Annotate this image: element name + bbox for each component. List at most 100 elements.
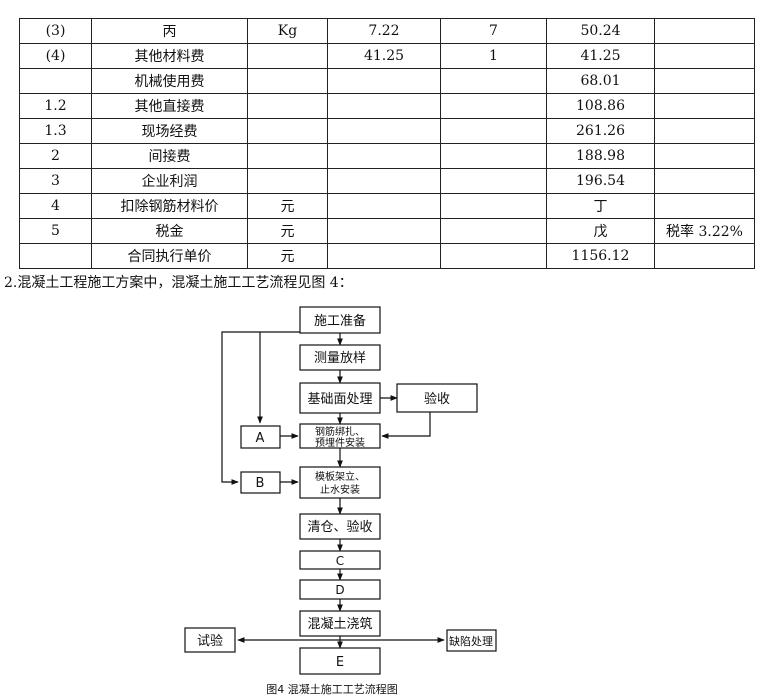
table-row: 2 间接费 188.98 <box>19 143 755 169</box>
table-row: 4 扣除钢筋材料价 元 丁 <box>19 193 755 219</box>
cell-unit <box>247 168 328 194</box>
label-clean: 清仓、验收 <box>307 519 372 535</box>
cell-no: (3) <box>19 18 92 44</box>
cell-note <box>654 193 755 219</box>
cell-name: 其他直接费 <box>91 93 248 119</box>
cell-price <box>327 168 441 194</box>
cell-price: 41.25 <box>327 43 441 69</box>
table-row: 机械使用费 68.01 <box>19 68 755 94</box>
box-survey <box>299 344 381 371</box>
cell-note <box>654 68 755 94</box>
cell-qty <box>440 68 547 94</box>
cell-note <box>654 43 755 69</box>
box-b <box>240 471 281 494</box>
cell-amount: 108.86 <box>546 93 655 119</box>
cell-note <box>654 143 755 169</box>
cell-price <box>327 193 441 219</box>
cell-no <box>19 243 92 269</box>
box-foundation <box>299 382 381 414</box>
label-formwork-line1: 模板架立、 <box>315 470 365 483</box>
cell-name: 税金 <box>91 218 248 244</box>
cell-no: 1.2 <box>19 93 92 119</box>
cell-note <box>654 118 755 144</box>
box-pour <box>299 610 381 637</box>
box-d <box>299 579 381 600</box>
cell-unit: 元 <box>247 193 328 219</box>
label-e: E <box>336 655 344 670</box>
cell-unit: 元 <box>247 218 328 244</box>
cell-unit <box>247 118 328 144</box>
table-row: 5 税金 元 戊 税率 3.22% <box>19 218 755 244</box>
box-clean <box>299 513 381 540</box>
cell-unit: 元 <box>247 243 328 269</box>
cell-amount: 261.26 <box>546 118 655 144</box>
box-a <box>240 425 281 449</box>
cell-price <box>327 243 441 269</box>
box-acceptance <box>396 383 478 413</box>
cell-no: 4 <box>19 193 92 219</box>
label-survey: 测量放样 <box>314 351 366 366</box>
cell-no <box>19 68 92 94</box>
label-formwork-line2: 止水安装 <box>320 483 360 496</box>
cell-qty <box>440 93 547 119</box>
table-row: 1.2 其他直接费 108.86 <box>19 93 755 119</box>
cell-note <box>654 243 755 269</box>
cell-unit <box>247 43 328 69</box>
cost-table: (3) 丙 Kg 7.22 7 50.24 (4) 其他材料费 41.25 1 … <box>19 18 755 269</box>
cell-qty <box>440 143 547 169</box>
table-row: (3) 丙 Kg 7.22 7 50.24 <box>19 18 755 44</box>
label-a: A <box>256 431 265 446</box>
label-test: 试验 <box>197 633 223 649</box>
cell-price <box>327 68 441 94</box>
cell-price <box>327 118 441 144</box>
table-row: 3 企业利润 196.54 <box>19 168 755 194</box>
process-flowchart: 施工准备 测量放样 基础面处理 验收 A 钢筋绑扎、 预埋件安装 B 模板架立、… <box>184 306 497 696</box>
box-defect <box>446 629 497 652</box>
label-rebar-line2: 预埋件安装 <box>315 436 365 449</box>
table-row: 合同执行单价 元 1156.12 <box>19 243 755 269</box>
cell-price: 7.22 <box>327 18 441 44</box>
label-foundation: 基础面处理 <box>307 392 372 407</box>
cell-no: 3 <box>19 168 92 194</box>
cell-unit <box>247 143 328 169</box>
label-c: C <box>336 554 344 568</box>
cell-qty: 1 <box>440 43 547 69</box>
box-rebar <box>299 423 381 449</box>
section-heading: 2.混凝土工程施工方案中，混凝土施工工艺流程见图 4： <box>4 275 353 291</box>
flow-connectors <box>221 331 445 649</box>
label-d: D <box>335 583 344 597</box>
box-prep <box>299 306 381 334</box>
cell-no: 2 <box>19 143 92 169</box>
cell-name: 现场经费 <box>91 118 248 144</box>
cell-unit <box>247 68 328 94</box>
cell-note <box>654 168 755 194</box>
cell-price <box>327 93 441 119</box>
cell-amount: 196.54 <box>546 168 655 194</box>
cell-qty <box>440 118 547 144</box>
cell-price <box>327 143 441 169</box>
cell-note: 税率 3.22% <box>654 218 755 244</box>
cell-note <box>654 93 755 119</box>
box-c <box>299 550 381 570</box>
cell-amount: 丁 <box>546 193 655 219</box>
cell-unit <box>247 93 328 119</box>
label-pour: 混凝土浇筑 <box>307 616 372 632</box>
cell-qty: 7 <box>440 18 547 44</box>
cell-no: 1.3 <box>19 118 92 144</box>
cell-no: 5 <box>19 218 92 244</box>
cell-amount: 188.98 <box>546 143 655 169</box>
cell-no: (4) <box>19 43 92 69</box>
cell-name: 合同执行单价 <box>91 243 248 269</box>
cell-name: 扣除钢筋材料价 <box>91 193 248 219</box>
cell-price <box>327 218 441 244</box>
box-e <box>299 647 381 675</box>
cell-amount: 50.24 <box>546 18 655 44</box>
cell-amount: 1156.12 <box>546 243 655 269</box>
table-row: 1.3 现场经费 261.26 <box>19 118 755 144</box>
cell-name: 间接费 <box>91 143 248 169</box>
cell-amount: 41.25 <box>546 43 655 69</box>
label-b: B <box>256 476 265 491</box>
cell-name: 企业利润 <box>91 168 248 194</box>
cell-name: 丙 <box>91 18 248 44</box>
arrow-loop-b <box>221 331 300 485</box>
